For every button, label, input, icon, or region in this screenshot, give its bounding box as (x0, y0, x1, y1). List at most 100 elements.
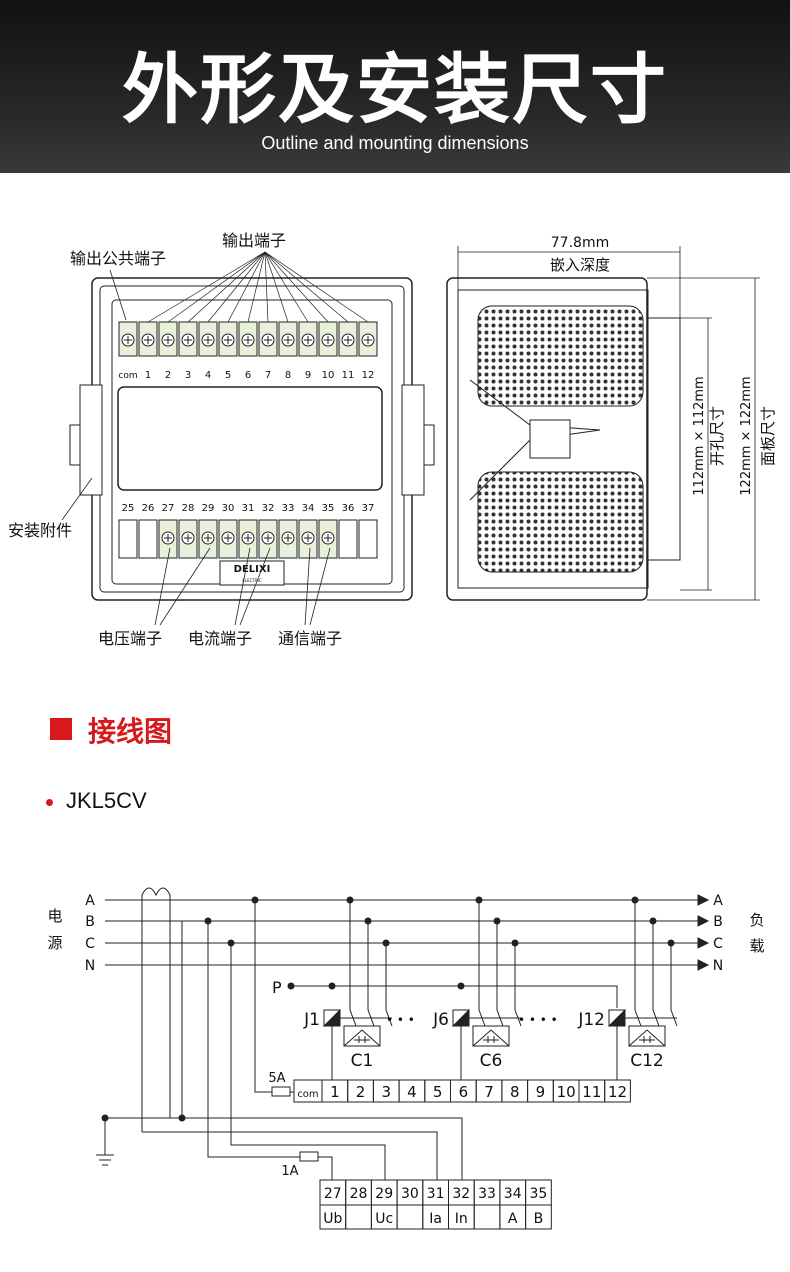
input-terminal-label: In (455, 1211, 468, 1227)
screw-slot (244, 336, 252, 344)
cutout-label: 开孔尺寸 (708, 406, 726, 466)
terminal-number: 11 (342, 370, 355, 381)
fuse-1a (299, 1151, 319, 1162)
fuse-5a-label: 5A (268, 1071, 285, 1086)
output-terminal-number: 9 (536, 1083, 546, 1101)
terminal-number: 30 (222, 503, 235, 514)
screw-slot (304, 534, 312, 542)
contact-switch (670, 1009, 678, 1027)
arrow-icon (697, 959, 710, 971)
contactor-label: C1 (351, 1051, 374, 1071)
terminal-number: 37 (362, 503, 375, 514)
contact-switch (478, 1009, 486, 1027)
label-output: 输出端子 (222, 231, 286, 250)
terminal-number: 2 (165, 370, 171, 381)
contactor-box (343, 1025, 381, 1047)
label-comm-terminal: 通信端子 (278, 629, 342, 648)
output-terminal-cell (604, 1079, 631, 1103)
ellipsis-1: • • • (386, 1013, 415, 1027)
leader-line (147, 251, 266, 323)
input-label-cell (525, 1204, 552, 1230)
terminal-number: 35 (322, 503, 335, 514)
output-terminal-number: 10 (557, 1083, 576, 1101)
terminal-number: 3 (185, 370, 191, 381)
mount-clips (69, 384, 435, 496)
leader-line (207, 251, 266, 323)
output-terminal-number: 1 (330, 1083, 340, 1101)
terminal-block (358, 519, 378, 559)
leader-line (264, 251, 329, 323)
output-terminal-number: 8 (510, 1083, 520, 1101)
relay-label: J1 (303, 1010, 320, 1030)
fuse-5a (271, 1086, 291, 1097)
leader-line (247, 251, 266, 323)
input-terminal-number: 30 (401, 1186, 419, 1202)
input-terminal-number: 28 (350, 1186, 368, 1202)
terminal-number: 28 (182, 503, 195, 514)
contact-switch (514, 1009, 522, 1027)
input-terminal-label: Ub (323, 1211, 342, 1227)
phase-label-load: B (713, 914, 723, 930)
terminal-number: com (118, 371, 137, 381)
terminal-number: 26 (142, 503, 155, 514)
input-label-cell (396, 1204, 424, 1230)
capacitor-icon (628, 1029, 666, 1047)
side-view: 77.8mm 嵌入深度 112mm × 112mm 开孔尺寸 122mm × 1… (446, 235, 777, 601)
output-terminal-number: 4 (407, 1083, 417, 1101)
load-label-1: 负 (749, 911, 764, 929)
output-terminal-number: 5 (433, 1083, 443, 1101)
input-terminal-label: A (508, 1211, 518, 1227)
leader-line (264, 251, 309, 323)
page-title: 外形及安装尺寸 (122, 45, 668, 134)
terminal-number: 6 (245, 370, 251, 381)
screw-slot (284, 336, 292, 344)
contactor-label: C6 (480, 1051, 503, 1071)
label-output-common: 输出公共端子 (70, 249, 166, 268)
terminal-number: 1 (145, 370, 151, 381)
terminal-number: 36 (342, 503, 355, 514)
screw-slot (204, 336, 212, 344)
terminal-number: 29 (202, 503, 215, 514)
leader-line (264, 251, 349, 323)
input-terminal-label: Uc (375, 1211, 393, 1227)
phase-label-source: N (85, 958, 95, 974)
load-label-2: 载 (749, 937, 764, 955)
section-title: 接线图 (88, 715, 173, 748)
arrow-icon (697, 915, 710, 927)
phase-label-load: A (713, 893, 723, 909)
capacitor-icon (343, 1029, 381, 1047)
terminal-block (118, 519, 138, 559)
ground-icon (96, 1118, 114, 1166)
screw-slot (164, 534, 172, 542)
output-terminal-number: com (297, 1089, 318, 1100)
ellipsis-2: • • • • (518, 1013, 558, 1027)
contact-switch (367, 1009, 375, 1027)
section-marker (50, 718, 72, 740)
depth-value: 77.8mm (551, 235, 609, 251)
input-terminal-number: 29 (375, 1186, 393, 1202)
screw-slot (304, 336, 312, 344)
panel-label: 面板尺寸 (759, 406, 777, 466)
contact-switch (652, 1009, 660, 1027)
contactor-box (628, 1025, 666, 1047)
cutout-value: 112mm × 112mm (692, 376, 707, 495)
leader-line (264, 251, 269, 323)
screw-slot (364, 336, 372, 344)
output-terminal-number: 6 (459, 1083, 469, 1101)
mount-clip-side (469, 379, 601, 501)
terminal-number: 25 (122, 503, 135, 514)
contact-switch (349, 1009, 357, 1027)
capacitor-icon (472, 1029, 510, 1047)
input-terminal-number: 32 (452, 1186, 470, 1202)
leader-line (167, 251, 266, 323)
phase-label-source: C (85, 936, 95, 952)
screw-slot (324, 336, 332, 344)
leader-line (264, 251, 289, 323)
output-terminal-number: 11 (582, 1083, 601, 1101)
arrow-icon (697, 894, 710, 906)
screw-slot (344, 336, 352, 344)
terminal-number: 32 (262, 503, 275, 514)
phase-label-source: A (85, 893, 95, 909)
screw-slot (184, 336, 192, 344)
